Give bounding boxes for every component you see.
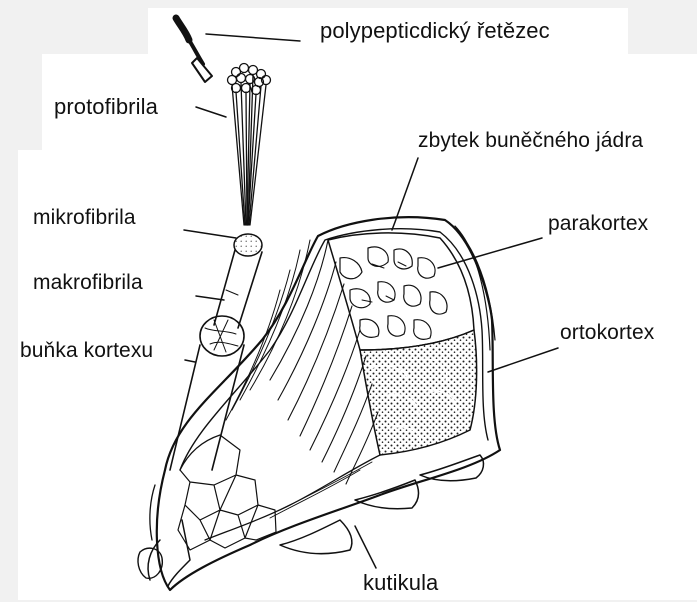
label-macrofibril: makrofibrila <box>33 272 143 293</box>
leader-cuticle <box>355 526 376 568</box>
protofibril-bundle-icon <box>196 64 271 226</box>
label-cuticle: kutikula <box>363 572 438 594</box>
label-paracortex: parakortex <box>548 213 648 234</box>
leader-nucleus <box>392 158 418 230</box>
label-orthocortex: ortokortex <box>560 322 654 343</box>
microfibril-icon <box>184 230 262 256</box>
label-nucleus-remnant: zbytek buněčného jádra <box>418 130 643 151</box>
fiber-body-icon <box>138 217 500 590</box>
label-microfibril: mikrofibrila <box>33 207 136 228</box>
leader-paracortex <box>438 238 542 268</box>
polypeptide-chain-icon <box>176 18 300 82</box>
label-polypeptide-chain: polypepticdický řetězec <box>320 20 550 42</box>
label-cortex-cell: buňka kortexu <box>20 340 153 361</box>
leader-orthocortex <box>488 348 558 372</box>
label-protofibril: protofibrila <box>54 96 158 118</box>
